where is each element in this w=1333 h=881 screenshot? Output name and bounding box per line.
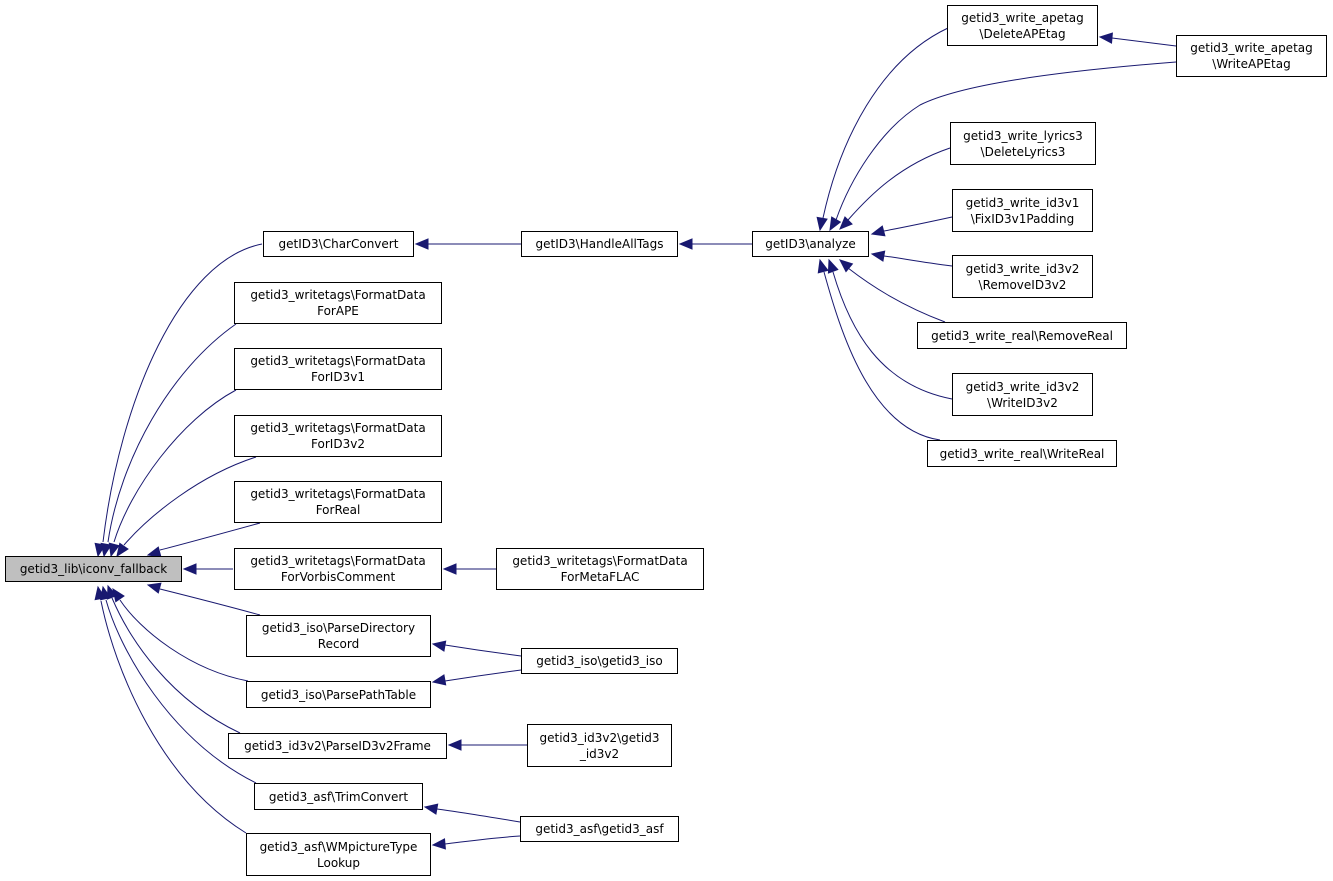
edge-fmtape-root-arrowhead — [100, 542, 112, 558]
edge-fmtid3v1-root-arrowhead — [108, 542, 120, 558]
edge-isoctor-isodir-arrowhead — [431, 640, 447, 652]
edge-fmtid3v1-root-line — [113, 389, 237, 543]
node-analyze[interactable]: getID3\analyze — [752, 231, 869, 257]
edge-asfctor-wmpicture-line — [444, 835, 521, 845]
edge-fmtape-root-line — [107, 323, 237, 543]
edge-fixid3v1-analyze-arrowhead — [870, 225, 886, 237]
node-fixid3v1padding[interactable]: getid3_write_id3v1 \FixID3v1Padding — [952, 189, 1093, 232]
edge-writeid3v2-analyze-arrowhead — [827, 258, 839, 274]
node-formatdata-metaflac[interactable]: getid3_writetags\FormatData ForMetaFLAC — [496, 548, 704, 590]
edge-removeid3v2-analyze-arrowhead — [870, 250, 886, 262]
node-id3v2-constructor[interactable]: getid3_id3v2\getid3 _id3v2 — [527, 724, 672, 767]
edge-isodir-root-arrowhead — [146, 582, 162, 594]
edge-fmtid3v2-root-line — [123, 456, 257, 546]
node-formatdata-real[interactable]: getid3_writetags\FormatData ForReal — [234, 481, 442, 523]
node-formatdata-id3v2[interactable]: getid3_writetags\FormatData ForID3v2 — [234, 415, 442, 457]
edge-deleteapetag-analyze-arrowhead — [816, 216, 828, 232]
edge-deletelyrics3-analyze-line — [847, 147, 951, 221]
edge-asfctor-trimconvert-arrowhead — [423, 803, 439, 815]
edge-charconvert-root-line — [102, 243, 263, 543]
node-removeid3v2[interactable]: getid3_write_id3v2 \RemoveID3v2 — [952, 255, 1093, 298]
node-iso-parsepathtable[interactable]: getid3_iso\ParsePathTable — [246, 681, 431, 708]
edge-removereal-analyze-arrowhead — [839, 259, 854, 273]
node-handlealltags[interactable]: getID3\HandleAllTags — [521, 231, 678, 257]
edge-isodir-root-line — [159, 588, 261, 616]
edge-fmtvorbis-root-arrowhead — [182, 563, 197, 575]
edge-isopath-root-line — [119, 599, 249, 682]
edge-fmtreal-root-arrowhead — [146, 546, 162, 558]
edge-asfwm-root-arrowhead — [94, 585, 106, 601]
graph-edges — [94, 27, 1177, 850]
edge-writeapetag-analyze-line — [835, 61, 1177, 221]
edge-removereal-analyze-line — [847, 267, 946, 323]
node-charconvert[interactable]: getID3\CharConvert — [263, 231, 414, 257]
edge-asfctor-wmpicture-arrowhead — [431, 838, 446, 850]
edge-writeapetag-analyze-arrowhead — [829, 216, 842, 232]
node-formatdata-ape[interactable]: getid3_writetags\FormatData ForAPE — [234, 282, 442, 324]
edge-analyze-handlealltags-arrowhead — [678, 238, 693, 250]
edge-isoctor-isopath-arrowhead — [431, 674, 447, 686]
node-iso-parsedirectoryrecord[interactable]: getid3_iso\ParseDirectory Record — [246, 615, 431, 657]
edge-isoctor-isopath-line — [444, 669, 522, 682]
node-iconv-fallback: getid3_lib\iconv_fallback — [5, 556, 182, 582]
node-iso-constructor[interactable]: getid3_iso\getid3_iso — [521, 648, 678, 674]
edge-fmtreal-root-line — [159, 522, 261, 551]
node-deletelyrics3[interactable]: getid3_write_lyrics3 \DeleteLyrics3 — [950, 122, 1096, 165]
edge-deleteapetag-analyze-line — [822, 27, 949, 219]
edge-asfwm-root-line — [100, 600, 247, 834]
edge-writeapetag-deleteapetag-arrowhead — [1098, 32, 1113, 44]
edge-deletelyrics3-analyze-arrowhead — [839, 216, 853, 230]
edge-id3v2frame-root-arrowhead — [106, 584, 118, 600]
node-formatdata-id3v1[interactable]: getid3_writetags\FormatData ForID3v1 — [234, 348, 442, 390]
node-deleteapetag[interactable]: getid3_write_apetag \DeleteAPEtag — [947, 5, 1098, 46]
edge-writeapetag-deleteapetag-line — [1111, 37, 1177, 47]
edge-asfctor-trimconvert-line — [436, 808, 521, 823]
edge-writereal-analyze-arrowhead — [817, 258, 829, 274]
edge-fmtid3v2-root-arrowhead — [116, 542, 129, 558]
edge-fixid3v1-analyze-line — [883, 216, 953, 232]
node-id3v2-parseframe[interactable]: getid3_id3v2\ParseID3v2Frame — [228, 733, 447, 759]
edge-metaflac-vorbis-arrowhead — [442, 563, 457, 575]
edge-isoctor-isodir-line — [444, 644, 522, 657]
edge-id3v2frame-root-line — [111, 597, 241, 734]
edge-asftrim-root-line — [105, 599, 257, 784]
edge-writereal-analyze-line — [823, 271, 941, 441]
node-asf-trimconvert[interactable]: getid3_asf\TrimConvert — [254, 783, 423, 810]
edge-handlealltags-charconvert-arrowhead — [414, 238, 429, 250]
node-removereal[interactable]: getid3_write_real\RemoveReal — [917, 322, 1127, 349]
node-asf-constructor[interactable]: getid3_asf\getid3_asf — [520, 816, 679, 842]
node-asf-wmpicturetypelookup[interactable]: getid3_asf\WMpictureType Lookup — [246, 833, 431, 876]
edge-writeid3v2-analyze-line — [832, 271, 953, 400]
node-writeid3v2[interactable]: getid3_write_id3v2 \WriteID3v2 — [952, 373, 1093, 416]
node-writeapetag[interactable]: getid3_write_apetag \WriteAPEtag — [1176, 35, 1327, 77]
node-writereal[interactable]: getid3_write_real\WriteReal — [927, 440, 1117, 467]
edge-removeid3v2-analyze-line — [883, 255, 953, 267]
edge-id3v2ctor-parseframe-arrowhead — [447, 739, 462, 751]
node-formatdata-vorbiscomment[interactable]: getid3_writetags\FormatData ForVorbisCom… — [234, 548, 442, 590]
